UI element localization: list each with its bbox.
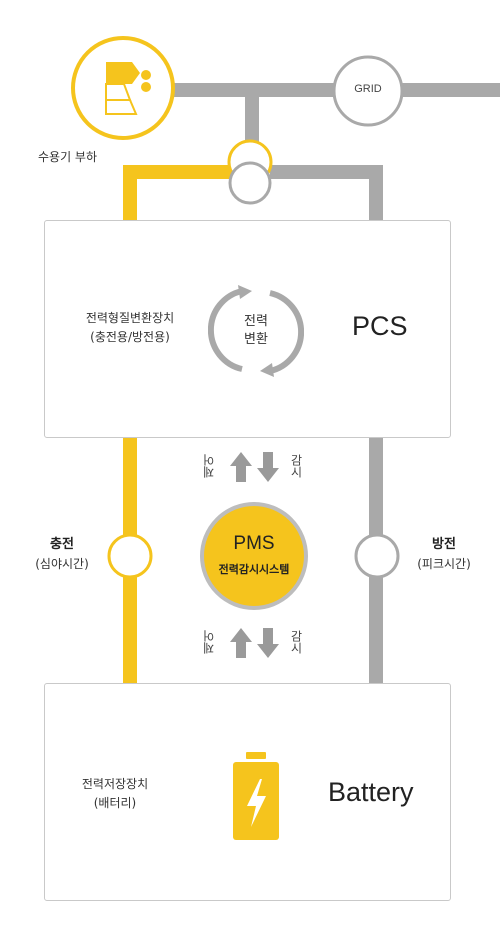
load-label: 수용기 부하 xyxy=(38,150,98,164)
pms-node xyxy=(200,502,308,610)
grid-to-pcs-line xyxy=(270,165,383,220)
conversion-cycle-icon xyxy=(208,285,304,377)
battery-desc-line2: (배터리) xyxy=(93,796,137,810)
pcs-desc-line1: 전력형질변환장치 xyxy=(85,311,175,325)
pcs-cycle-label: 전력 변환 xyxy=(228,313,284,349)
battery-name: Battery xyxy=(328,777,414,807)
monitor-label-top: 감시 xyxy=(289,454,303,478)
pcs-name: PCS xyxy=(352,311,408,341)
control-label-bottom: 제어 xyxy=(202,630,216,654)
control-label-top: 제어 xyxy=(202,454,216,478)
discharge-label: 방전 (피크시간) xyxy=(404,533,484,572)
charge-title: 충전 xyxy=(50,537,74,552)
arrow-up-icon xyxy=(230,628,252,658)
charge-label: 충전 (심야시간) xyxy=(22,533,102,572)
discharge-junction xyxy=(354,533,400,579)
pcs-desc: 전력형질변환장치 (충전용/방전용) xyxy=(75,309,185,347)
pcs-box: 전력형질변환장치 (충전용/방전용) 전력 변환 PCS xyxy=(44,220,451,438)
discharge-title: 방전 xyxy=(432,537,456,552)
grid-label: GRID xyxy=(354,83,382,95)
factory-icon xyxy=(105,62,151,115)
battery-desc: 전력저장장치 (배터리) xyxy=(67,775,163,813)
pms-title: PMS xyxy=(233,533,275,554)
pcs-desc-line2: (충전용/방전용) xyxy=(90,330,170,344)
pms-subtitle: 전력감시시스템 xyxy=(218,563,290,576)
battery-box: 전력저장장치 (배터리) Battery xyxy=(44,683,451,901)
pcs-cycle-line1: 전력 xyxy=(244,314,268,329)
load-line xyxy=(123,165,232,220)
arrow-down-icon xyxy=(257,452,279,482)
monitor-label-bottom: 감시 xyxy=(289,630,303,654)
pcs-cycle-line2: 변환 xyxy=(244,332,268,347)
battery-charging-icon xyxy=(233,752,279,840)
arrow-down-icon xyxy=(257,628,279,658)
grid-node xyxy=(332,55,404,127)
discharge-sub: (피크시간) xyxy=(417,557,471,571)
battery-desc-line1: 전력저장장치 xyxy=(81,777,149,791)
arrow-up-icon xyxy=(230,452,252,482)
load-node xyxy=(71,36,175,140)
junction-top-gray xyxy=(228,161,272,205)
charge-junction xyxy=(107,533,153,579)
charge-sub: (심야시간) xyxy=(35,557,89,571)
